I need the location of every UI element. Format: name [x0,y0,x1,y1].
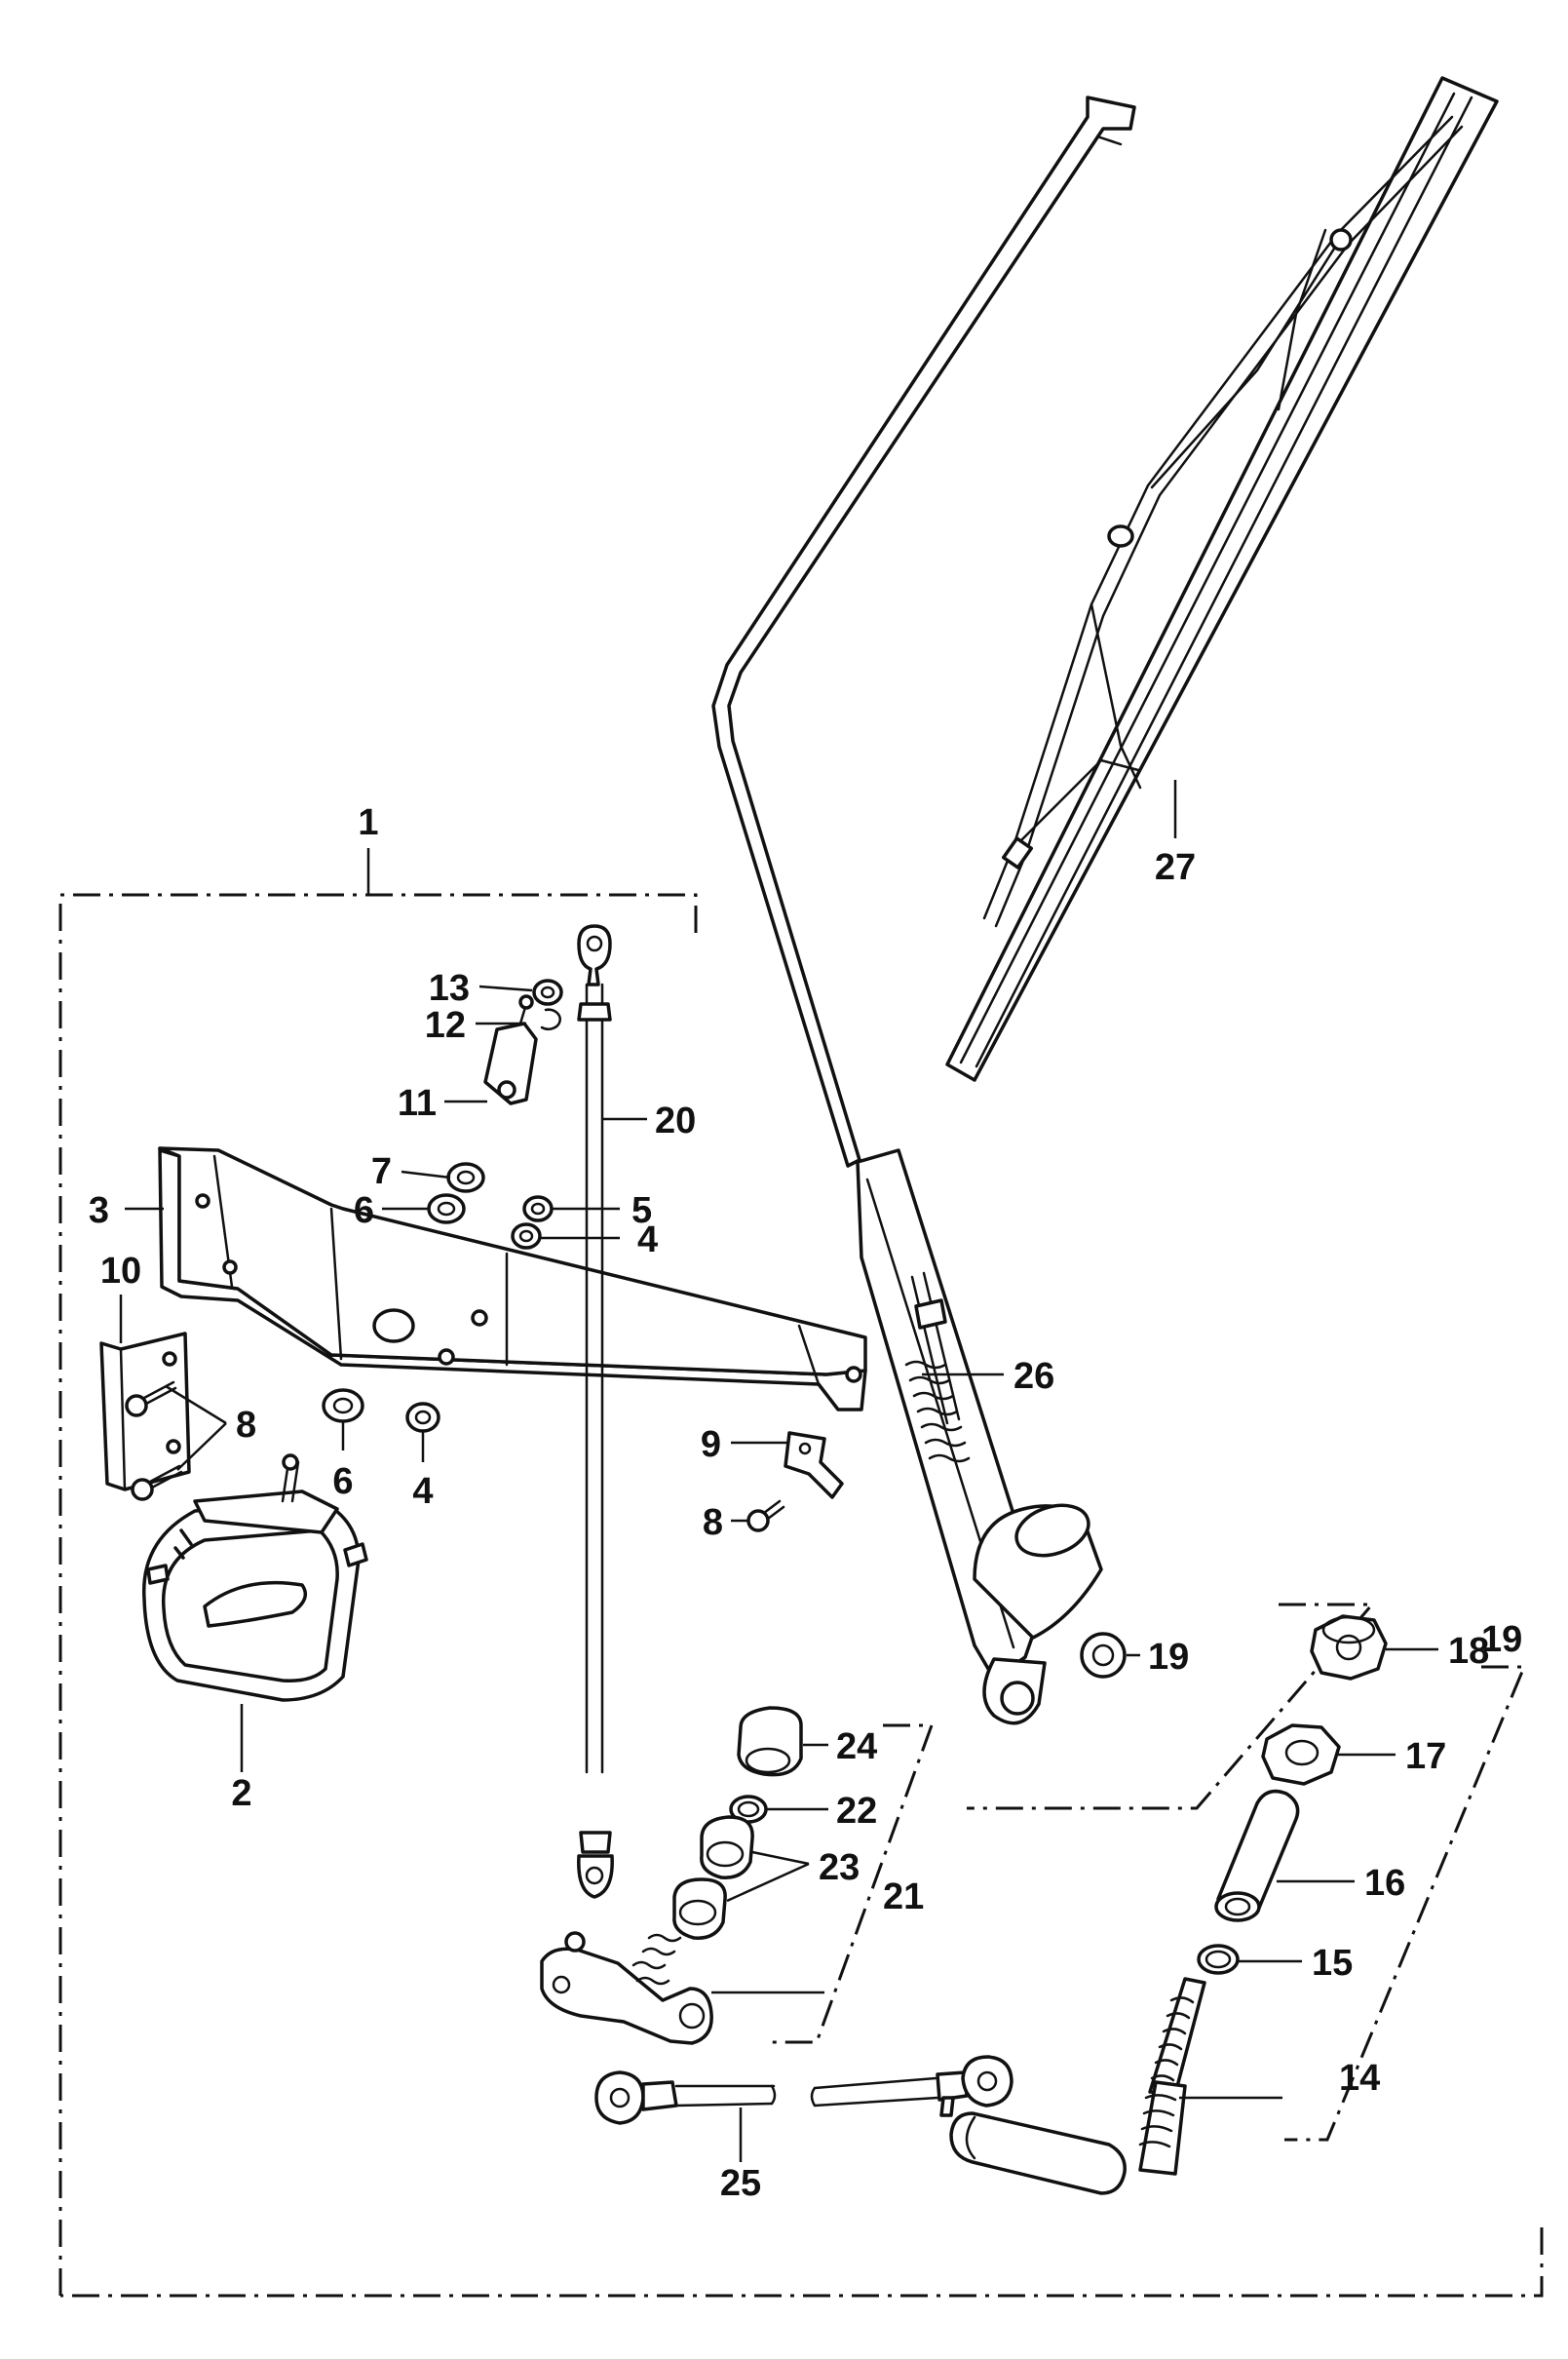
crank-lever [540,1931,713,2045]
callout-16: 16 [1364,1863,1405,1904]
frame-assembly-21 [770,1723,935,2044]
frame-assembly-19 [967,1603,1376,1810]
callout-21: 21 [883,1876,924,1917]
callout-7: 7 [371,1151,392,1192]
callout-11: 11 [398,1083,437,1124]
callout-12: 12 [425,1005,466,1046]
drive-spindle [949,1977,1206,2195]
sealing-ring [1197,1944,1240,1975]
wiper-frame-bracket [158,1146,867,1412]
frame-assembly-1 [58,893,1544,2298]
callout-4-upper: 4 [637,1219,658,1260]
wiper-arm [711,96,1136,1725]
wiper-motor [142,1453,368,1702]
nut-5 [522,1195,554,1222]
callout-23: 23 [819,1847,860,1888]
callout-13: 13 [429,968,470,1009]
callout-22: 22 [836,1791,877,1832]
callout-3: 3 [89,1190,109,1231]
push-rod [577,924,614,1899]
washer-4-upper [511,1222,542,1250]
callout-14: 14 [1339,2058,1380,2099]
callout-24: 24 [836,1726,877,1767]
cap-nut-hex [1310,1614,1388,1681]
bushing-lower [672,1877,727,1940]
nut-7 [446,1162,485,1193]
arm-nut [1080,1632,1127,1679]
callout-8-upper: 8 [236,1405,256,1446]
circlip [540,1008,561,1030]
callout-4-lower: 4 [412,1471,433,1512]
bushing-leader-23 [726,1850,810,1903]
washer-4-lower [405,1402,440,1433]
washer-6-lower [322,1388,364,1423]
mounting-bolt-b [131,1464,183,1501]
nut-7-leader [401,1170,451,1180]
mounting-bolt-a [125,1380,177,1417]
washer-6-upper [427,1193,466,1224]
nut-13-leader [478,985,533,992]
callout-18: 18 [1448,1631,1489,1672]
bolt-lower [746,1499,785,1532]
callout-9: 9 [701,1424,721,1465]
callout-27: 27 [1155,847,1196,888]
callout-8-lower: 8 [703,1502,723,1543]
cap-nut [737,1706,803,1777]
link-rod [594,2055,1013,2125]
wiper-blade [945,76,1499,1082]
callout-5: 5 [631,1190,652,1231]
callout-2: 2 [231,1773,251,1814]
callout-25: 25 [720,2163,761,2204]
frame-assembly-14 [1284,1665,1527,2142]
spacer-sleeve [1214,1789,1300,1922]
callout-19-spindle: 19 [1481,1619,1522,1660]
callout-20: 20 [655,1101,696,1141]
callout-10: 10 [100,1251,141,1292]
crank-clip [483,994,538,1105]
bolt-leader-8 [165,1384,227,1471]
nut-13 [532,979,563,1006]
callout-17: 17 [1405,1736,1446,1777]
callout-6-upper: 6 [354,1190,374,1231]
bracket-clip [784,1431,844,1499]
callout-19-arm: 19 [1148,1637,1189,1678]
callout-6-lower: 6 [332,1461,353,1502]
hex-nut [1261,1723,1341,1786]
callout-15: 15 [1312,1943,1353,1984]
bushing-upper [700,1815,754,1879]
callout-26: 26 [1013,1356,1054,1397]
callout-1: 1 [358,802,378,843]
